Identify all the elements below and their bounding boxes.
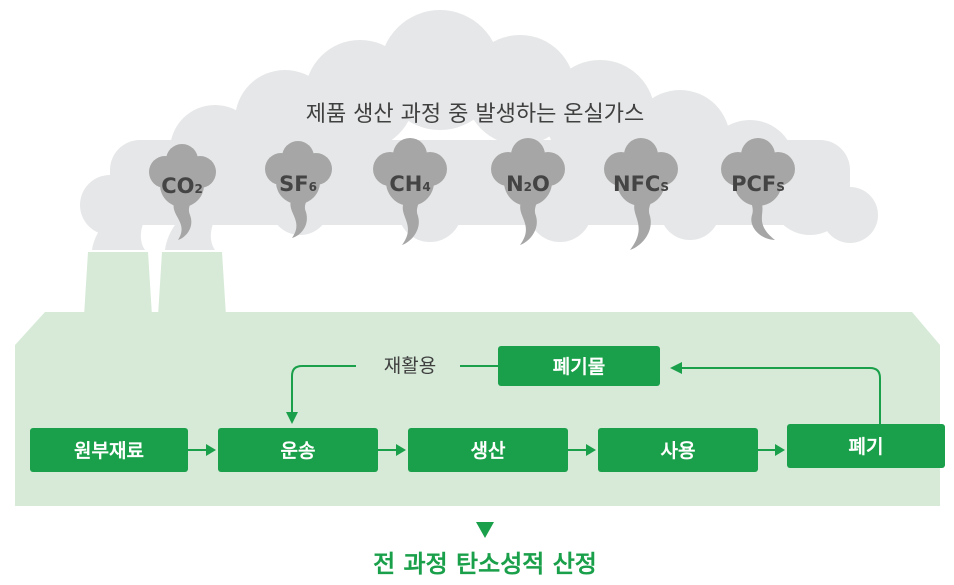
flow-arrows	[188, 362, 881, 456]
process-boxes: 원부재료 운송 생산 사용 폐기 폐기물	[30, 346, 945, 472]
cloud-title: 제품 생산 과정 중 발생하는 온실가스	[306, 102, 645, 127]
raw-material-box	[30, 428, 188, 472]
recycling-label: 재활용	[384, 355, 436, 377]
smoke-puff-pcfs	[721, 138, 795, 240]
smoke-puff-n2o	[491, 138, 565, 245]
gas-label-pcfs: PCFS	[731, 172, 785, 196]
waste-label: 폐기물	[553, 356, 605, 378]
gas-label-n2o: N2O	[506, 172, 550, 196]
smoke-puff-co2	[149, 144, 216, 240]
down-arrow-icon	[476, 522, 494, 538]
smoke-puff-nfcs	[604, 138, 678, 250]
smoke-puffs	[149, 138, 795, 250]
use-box	[598, 428, 758, 472]
use-label: 사용	[661, 440, 696, 462]
gas-label-ch4: CH4	[389, 172, 430, 196]
gas-label-sf6: SF6	[279, 172, 317, 196]
gas-label-co2: CO2	[161, 174, 203, 198]
disposal-box	[787, 424, 945, 468]
conclusion-text: 전 과정 탄소성적 산정	[373, 550, 597, 578]
smoke-puff-ch4	[373, 138, 447, 245]
chimney-smoke	[92, 210, 220, 250]
factory-chimneys	[84, 252, 226, 316]
waste-box	[498, 346, 660, 386]
smoke-puff-sf6	[265, 141, 332, 238]
gas-label-nfcs: NFCS	[613, 172, 669, 196]
production-box	[408, 428, 568, 472]
transport-box	[218, 428, 378, 472]
disposal-label: 폐기	[849, 436, 884, 458]
transport-label: 운송	[281, 440, 316, 462]
production-label: 생산	[471, 440, 506, 462]
raw-material-label: 원부재료	[74, 440, 144, 462]
factory-body	[15, 312, 940, 506]
